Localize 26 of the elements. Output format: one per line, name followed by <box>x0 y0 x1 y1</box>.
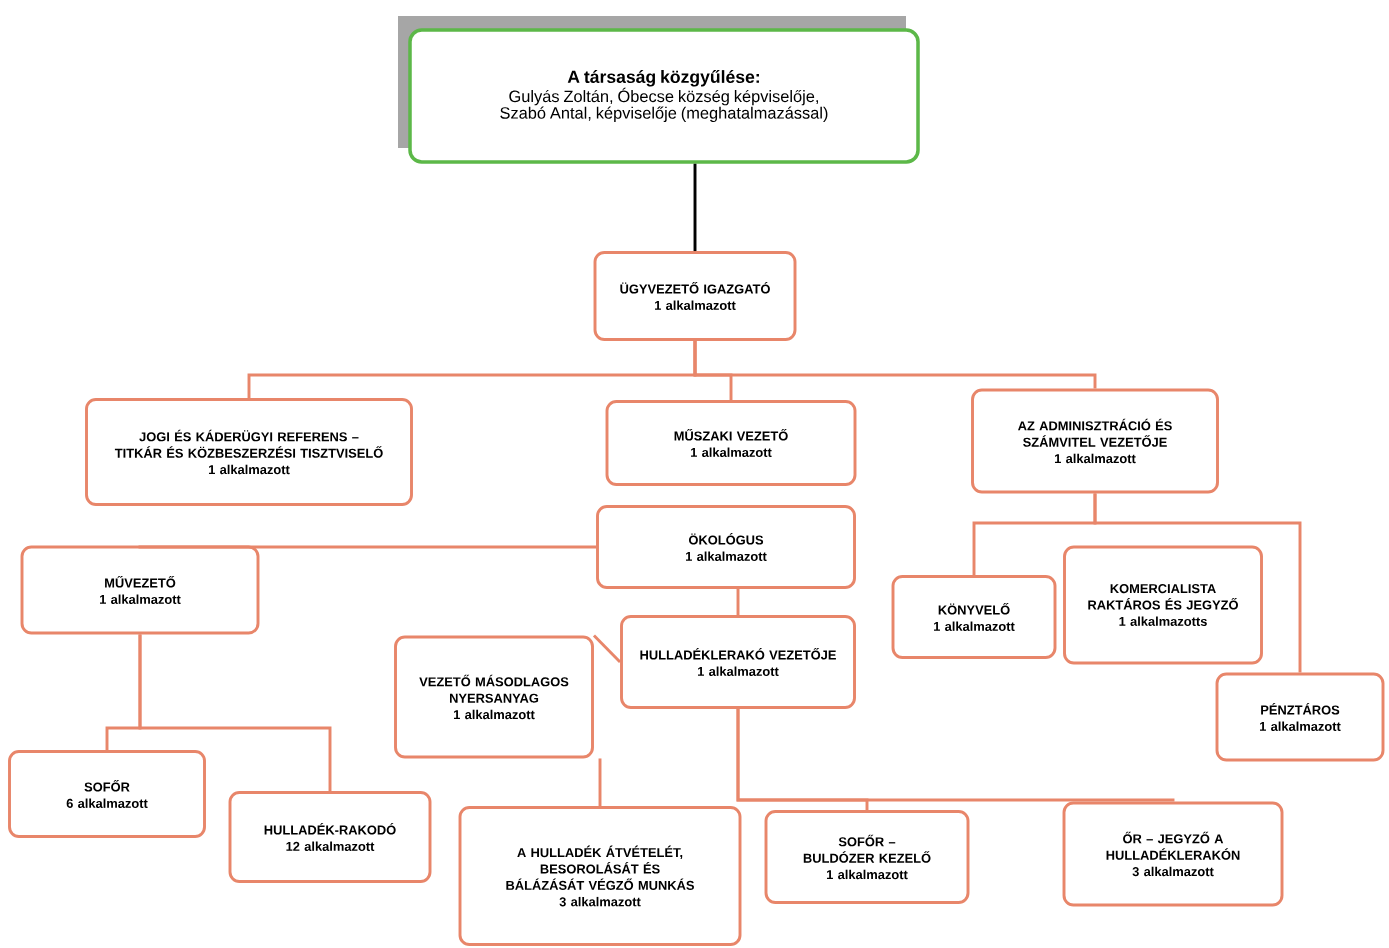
position-box: A HULLADÉK ÁTVÉTELÉT, BESOROLÁSÁT ÉS BÁLÁZÁSÁT VÉGZŐ MUNKÁS 3 alkalmazott <box>458 806 742 946</box>
connector-line <box>736 708 1175 803</box>
position-box: ŐR – JEGYZŐ A HULLADÉKLERAKÓN 3 alkalmazott <box>1062 801 1284 907</box>
position-box: ÖKOLÓGUS 1 alkalmazott <box>596 505 856 589</box>
position-box: SOFŐR – BULDÓZER KEZELŐ 1 alkalmazott <box>764 810 970 904</box>
connector-line <box>736 588 740 616</box>
connector-line <box>693 163 697 252</box>
position-box: VEZETŐ MÁSODLAGOS NYERSANYAG 1 alkalmazott <box>394 635 594 759</box>
connector-line <box>1093 493 1302 673</box>
position-box: SOFŐR 6 alkalmazott <box>8 750 206 838</box>
connector-line <box>138 544 597 549</box>
position-box: PÉNZTÁROS 1 alkalmazott <box>1215 672 1385 762</box>
position-box: ÜGYVEZETŐ IGAZGATÓ 1 alkalmazott <box>593 251 797 341</box>
position-box: KOMERCIALISTA RAKTÁROS ÉS JEGYZŐ 1 alkalmazotts <box>1063 545 1263 665</box>
position-box: KÖNYVELŐ 1 alkalmazott <box>891 575 1057 659</box>
position-box: JOGI ÉS KÁDERÜGYI REFERENS – TITKÁR ÉS KÖZBESZERZÉSI TISZTVISELŐ 1 alkalmazott <box>85 398 413 506</box>
position-box: MŰSZAKI VEZETŐ 1 alkalmazott <box>605 400 857 486</box>
connector-line <box>592 634 622 664</box>
position-box: AZ ADMINISZTRÁCIÓ ÉS SZÁMVITEL VEZETŐJE 1 alkalmazott <box>971 388 1219 494</box>
connector-line <box>138 634 332 792</box>
position-box: HULLADÉK-RAKODÓ 12 alkalmazott <box>228 791 432 883</box>
position-box: MŰVEZETŐ 1 alkalmazott <box>20 545 260 635</box>
connector-line <box>598 758 602 807</box>
position-box: HULLADÉKLERAKÓ VEZETŐJE 1 alkalmazott <box>620 615 856 709</box>
connector-line <box>693 340 1097 389</box>
assembly-box: A társaság közgyűlése: Gulyás Zoltán, Óbecse község képviselője, Szabó Antal, képviselője (meghatalmazással) <box>398 16 920 164</box>
